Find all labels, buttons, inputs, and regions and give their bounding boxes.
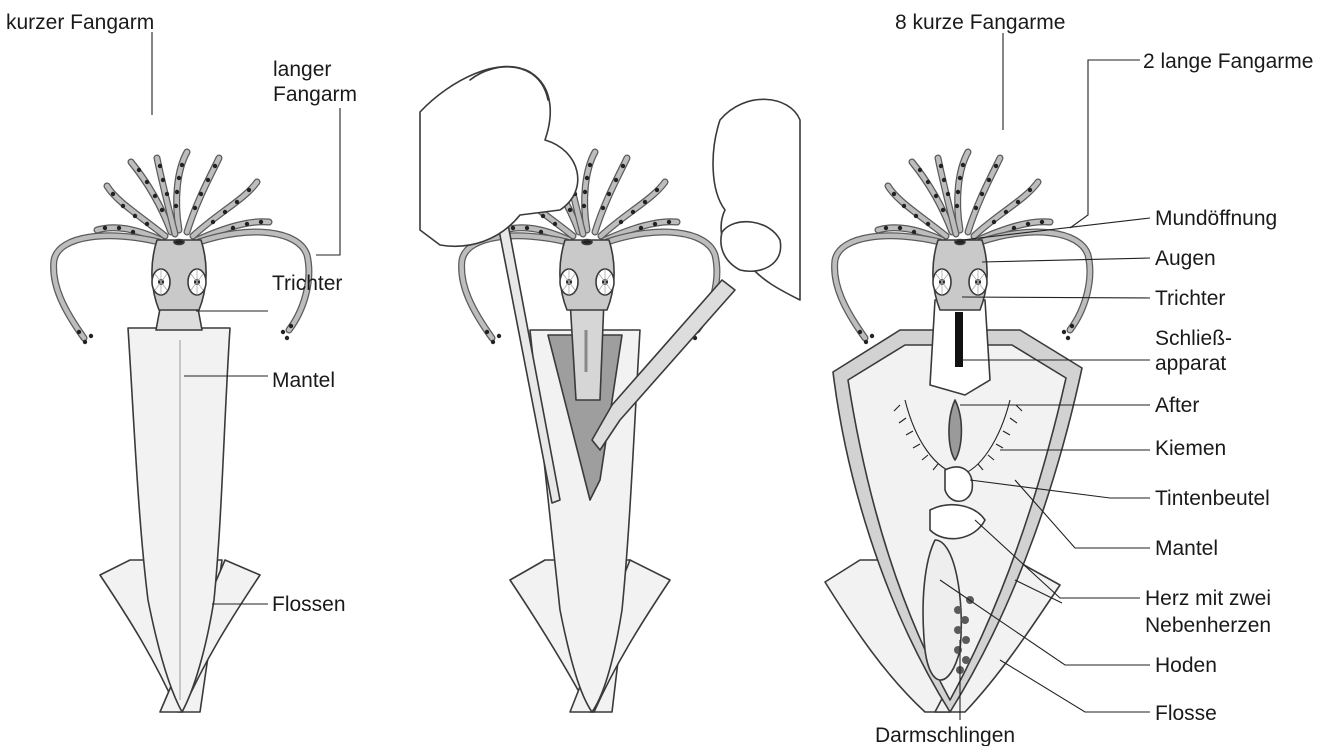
label-heart-2: Nebenherzen xyxy=(1145,614,1271,637)
label-intestine: Darmschlingen xyxy=(875,724,1015,746)
label-anus: After xyxy=(1155,394,1199,417)
label-funnel-right: Trichter xyxy=(1155,287,1225,310)
label-funnel-left: Trichter xyxy=(272,272,342,295)
label-testes: Hoden xyxy=(1155,654,1217,677)
label-mantle-left: Mantel xyxy=(272,369,335,392)
label-eyes: Augen xyxy=(1155,247,1216,270)
label-short-arms: 8 kurze Fangarme xyxy=(895,11,1065,34)
label-long-arm-2: Fangarm xyxy=(273,83,357,106)
squid-cutting xyxy=(420,67,800,712)
label-short-arm: kurzer Fangarm xyxy=(6,11,154,34)
squid-dissected xyxy=(825,152,1090,712)
label-mantle-right: Mantel xyxy=(1155,537,1218,560)
label-heart-1: Herz mit zwei xyxy=(1145,587,1271,610)
label-closure-2: apparat xyxy=(1155,352,1226,375)
label-gills: Kiemen xyxy=(1155,437,1226,460)
label-ink-sac: Tintenbeutel xyxy=(1155,487,1270,510)
label-long-arm-1: langer xyxy=(273,58,331,81)
label-mouth: Mundöffnung xyxy=(1155,207,1277,230)
squid-whole xyxy=(54,152,309,712)
label-closure-1: Schließ- xyxy=(1155,327,1232,350)
label-fins: Flossen xyxy=(272,593,346,616)
label-fin: Flosse xyxy=(1155,702,1217,725)
label-long-arms: 2 lange Fangarme xyxy=(1143,50,1313,73)
